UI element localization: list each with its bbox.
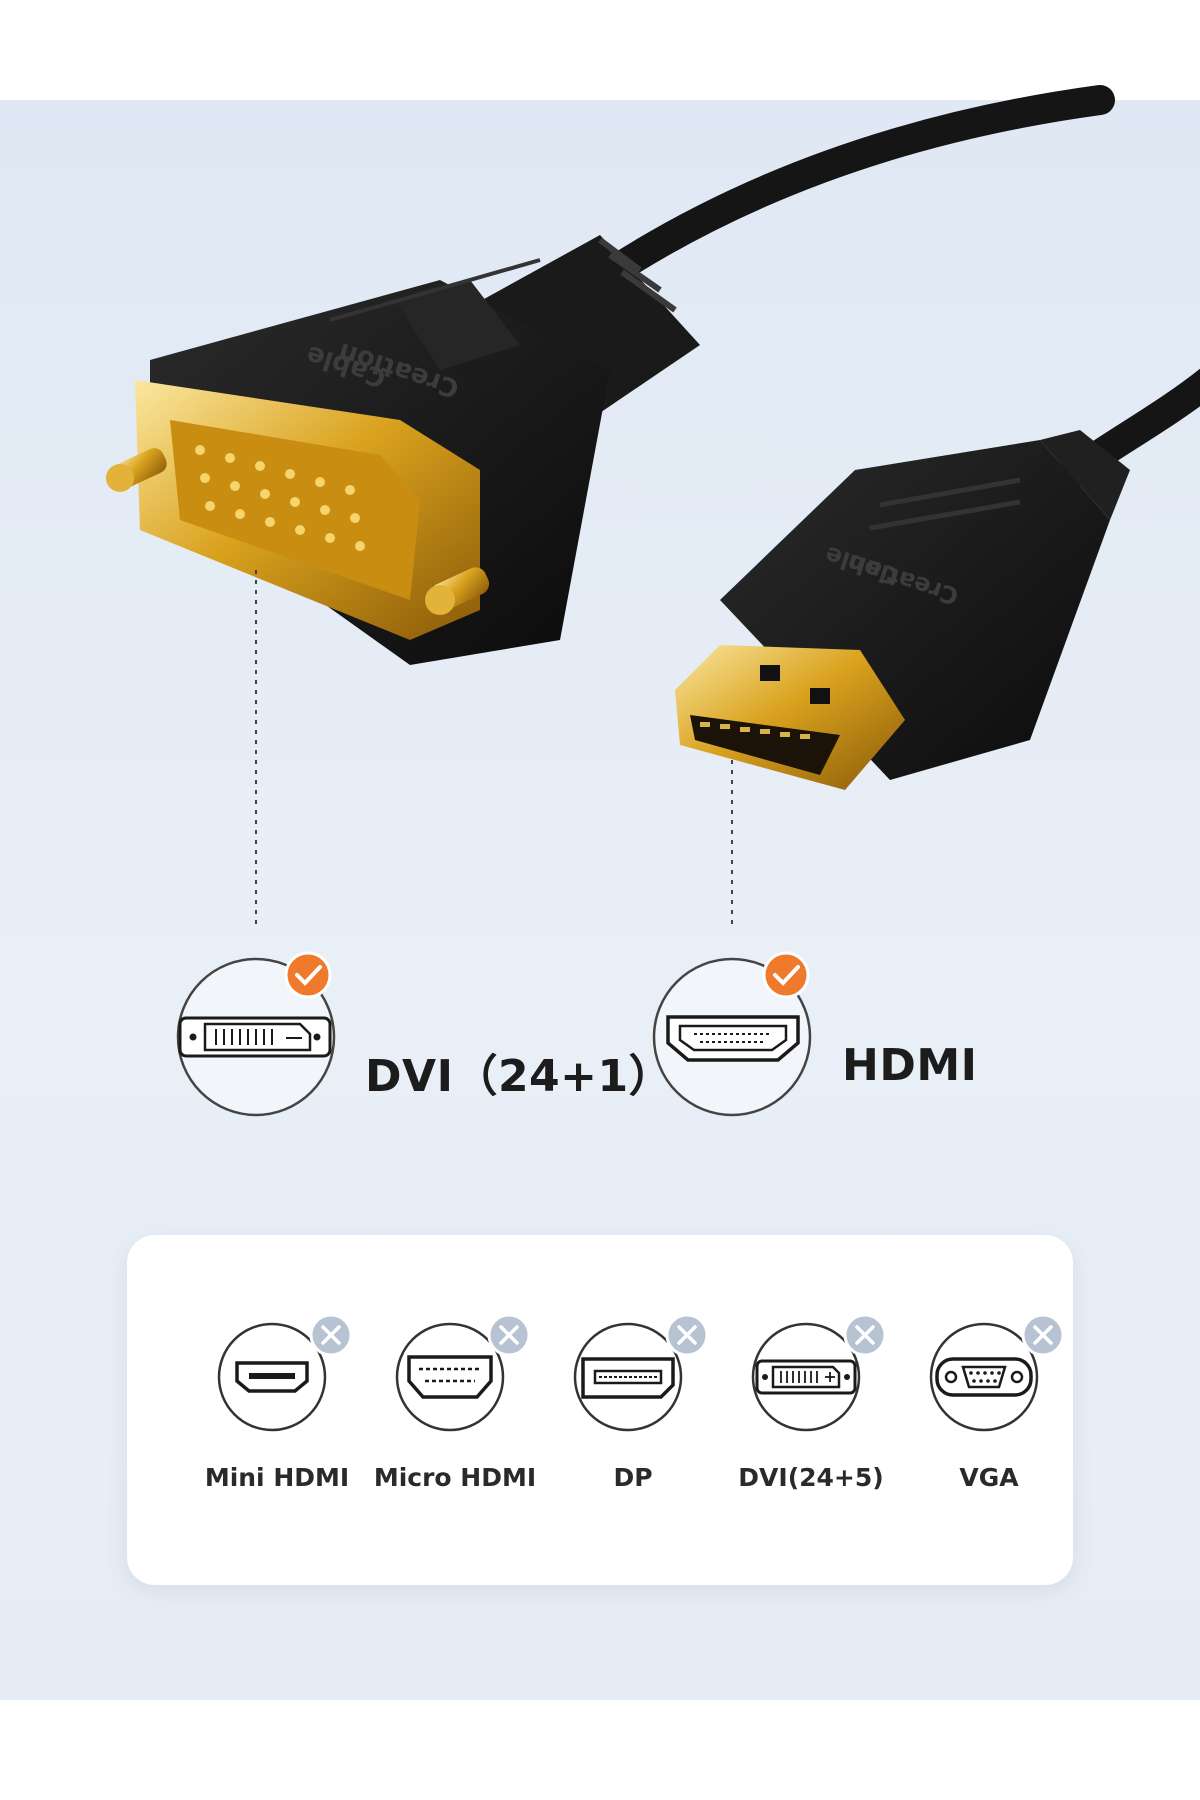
not-supported-icon [665, 1313, 709, 1357]
not-supported-icon [1021, 1313, 1065, 1357]
port-label: Mini HDMI [204, 1463, 350, 1492]
port-label: VGA [959, 1463, 1019, 1492]
displayport-icon [573, 1313, 709, 1432]
dvi-thumbscrew-left [106, 448, 167, 492]
hdmi-connector: Cable Creation [675, 430, 1130, 790]
incompatible-ports-card: Mini HDMI Micro HDMI [127, 1235, 1073, 1585]
dvi-check-badge [284, 951, 332, 999]
port-label: DVI(24+5) [738, 1463, 884, 1492]
dvi-24-1-port-icon [176, 957, 336, 1117]
not-supported-icon [843, 1313, 887, 1357]
dvi-strain-relief [455, 235, 700, 440]
vga-port-icon [929, 1313, 1065, 1432]
dvi-24-5-port-icon [751, 1313, 887, 1432]
port-item-dvi-24-5: DVI(24+5) [721, 1235, 901, 1575]
not-supported-icon [487, 1313, 531, 1357]
mini-hdmi-port-icon [217, 1313, 353, 1432]
dvi-thumbscrew-right [425, 567, 490, 615]
hdmi-check-badge [762, 951, 810, 999]
port-item-micro-hdmi: Micro HDMI [365, 1235, 545, 1575]
micro-hdmi-port-icon [395, 1313, 531, 1432]
not-supported-icon [309, 1313, 353, 1357]
port-label: Micro HDMI [373, 1463, 537, 1492]
port-item-dp: DP [543, 1235, 723, 1575]
hdmi-label: HDMI [842, 1040, 978, 1091]
hdmi-port-icon [652, 957, 812, 1117]
port-item-vga: VGA [899, 1235, 1079, 1575]
dvi-cable [585, 85, 1115, 295]
dvi-connector: Cable Creation [106, 258, 610, 665]
dvi-label: DVI（24+1） [365, 1051, 674, 1102]
port-label: DP [613, 1463, 653, 1492]
port-item-mini-hdmi: Mini HDMI [187, 1235, 367, 1575]
